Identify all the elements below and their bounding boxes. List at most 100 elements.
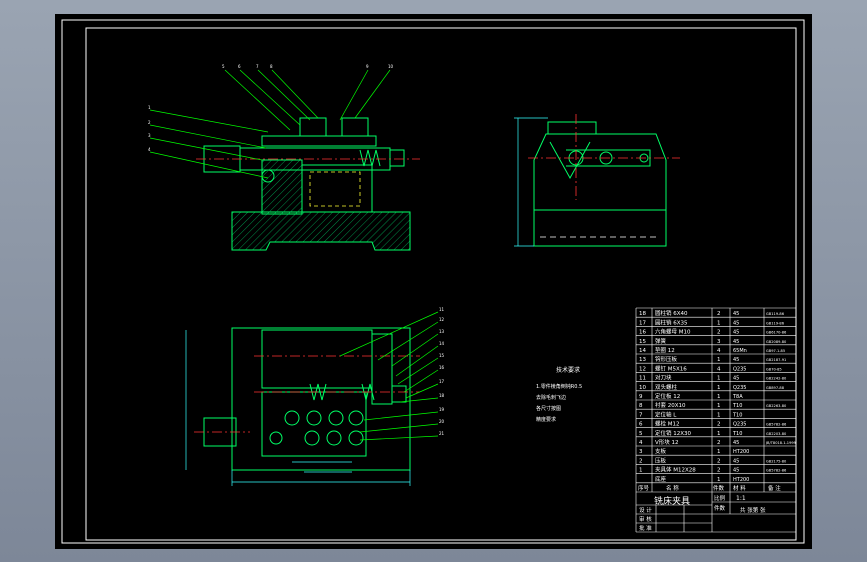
part-name: 弹簧 — [655, 337, 667, 345]
part-remark: JB/T8018.1-1999 — [765, 441, 797, 445]
part-no: 5 — [639, 431, 643, 437]
part-no: 10 — [639, 385, 646, 391]
top-bar — [371, 333, 393, 405]
sign-row: 审 核 — [639, 515, 652, 523]
locating-pin — [261, 169, 275, 183]
part-no: 13 — [639, 357, 646, 363]
part-remark: GB70-85 — [766, 367, 782, 371]
support-block — [301, 164, 373, 213]
part-name: 定位板 12 — [655, 392, 680, 400]
part-remark: GB897-88 — [766, 386, 785, 390]
part-no: 15 — [639, 339, 646, 345]
part-remark: GB2089-80 — [766, 340, 787, 344]
part-name: V形块 12 — [655, 438, 679, 446]
part-remark: GB2203-80 — [766, 432, 787, 436]
notes-line-1: 1.零件棱角倒钝R0.5 — [536, 383, 582, 390]
part-name: 螺栓 M12 — [655, 420, 680, 428]
part-material: Q235 — [733, 366, 746, 372]
part-name: 定位销 12X30 — [655, 429, 692, 437]
part-remark: GB2175-80 — [766, 459, 787, 463]
part-remark: GB6170-86 — [766, 331, 787, 335]
part-remark: GB119-86 — [766, 312, 785, 316]
top-hole-3 — [328, 410, 344, 426]
top-hole-1 — [284, 410, 300, 426]
front-callout: 4 — [148, 147, 151, 152]
part-name: 双头螺柱 — [655, 383, 678, 391]
drawing-name: 铣床夹具 — [654, 495, 690, 507]
part-material: HT200 — [733, 449, 749, 455]
part-name: 对刀块 — [655, 374, 672, 382]
part-no: 18 — [639, 311, 646, 317]
part-remark: GB5782-86 — [766, 423, 787, 427]
part-remark: GB2242-80 — [766, 377, 787, 381]
part-qty: 1 — [717, 403, 721, 409]
part-qty: 1 — [717, 376, 721, 382]
part-qty: 1 — [717, 385, 721, 391]
side-base — [533, 209, 667, 247]
side-body — [533, 133, 667, 210]
part-name: 定位轴 L — [655, 410, 677, 418]
part-no: 8 — [639, 403, 643, 409]
clamp-block — [299, 117, 327, 137]
part-material: 45 — [733, 311, 739, 317]
top-callout: 21 — [439, 431, 445, 436]
technical-notes: 技术要求 1.零件棱角倒钝R0.5 去除毛刺飞边 各尺寸按图 精度要求 — [536, 366, 582, 423]
front-callout: 5 — [222, 64, 225, 69]
notes-title: 技术要求 — [556, 366, 580, 374]
part-qty: 2 — [717, 458, 721, 464]
part-remark: GB5782-86 — [766, 469, 787, 473]
part-material: 65Mn — [733, 348, 747, 354]
part-name: 垫圈 12 — [655, 346, 675, 354]
top-callout: 12 — [439, 317, 445, 322]
outer-border — [61, 19, 805, 544]
top-dimensions — [185, 330, 411, 486]
part-qty: 4 — [717, 348, 721, 354]
front-callout: 10 — [388, 64, 394, 69]
top-red-lines — [194, 355, 420, 433]
part-qty: 1 — [717, 357, 721, 363]
part-no: 6 — [639, 422, 643, 428]
front-callout: 8 — [270, 64, 273, 69]
top-hole-4 — [348, 410, 364, 426]
part-name: 夹具体 M12X28 — [655, 466, 696, 474]
part-no: 2 — [639, 458, 643, 464]
drawing-sheet — [55, 14, 812, 549]
top-hole-6 — [304, 430, 320, 446]
part-no: 17 — [639, 320, 646, 326]
part-name: 钩形压板 — [655, 355, 678, 363]
top-hole-7 — [326, 430, 342, 446]
scale-label: 比例 — [714, 494, 726, 502]
front-callout: 2 — [148, 120, 151, 125]
front-callout: 6 — [238, 64, 241, 69]
part-qty: 2 — [717, 311, 721, 317]
part-material: 45 — [733, 376, 739, 382]
part-qty: 2 — [717, 440, 721, 446]
part-no: 16 — [639, 330, 646, 336]
notes-line-3: 各尺寸按图 — [536, 405, 561, 412]
part-material: 45 — [733, 330, 739, 336]
front-hidden — [309, 171, 361, 207]
front-view — [203, 117, 411, 251]
part-material: Q235 — [733, 385, 746, 391]
part-qty: 1 — [717, 320, 721, 326]
part-qty: 3 — [717, 339, 721, 345]
header-material: 材 料 — [733, 484, 746, 492]
notes-line-2: 去除毛刺飞边 — [536, 394, 566, 401]
part-name: 圆柱销 6X40 — [655, 309, 688, 317]
part-material: 45 — [733, 320, 739, 326]
part-name: 底座 — [655, 475, 667, 483]
part-material: T8A — [732, 394, 743, 400]
part-material: T10 — [732, 403, 742, 409]
part-qty: 1 — [717, 449, 721, 455]
header-no: 序号 — [638, 484, 650, 492]
part-material: T10 — [732, 412, 742, 418]
front-callout: 9 — [366, 64, 369, 69]
part-qty: 1 — [717, 394, 721, 400]
part-no: 7 — [639, 412, 643, 418]
top-callout: 15 — [439, 353, 445, 358]
nut-right — [389, 149, 405, 167]
front-leaders — [149, 69, 391, 179]
